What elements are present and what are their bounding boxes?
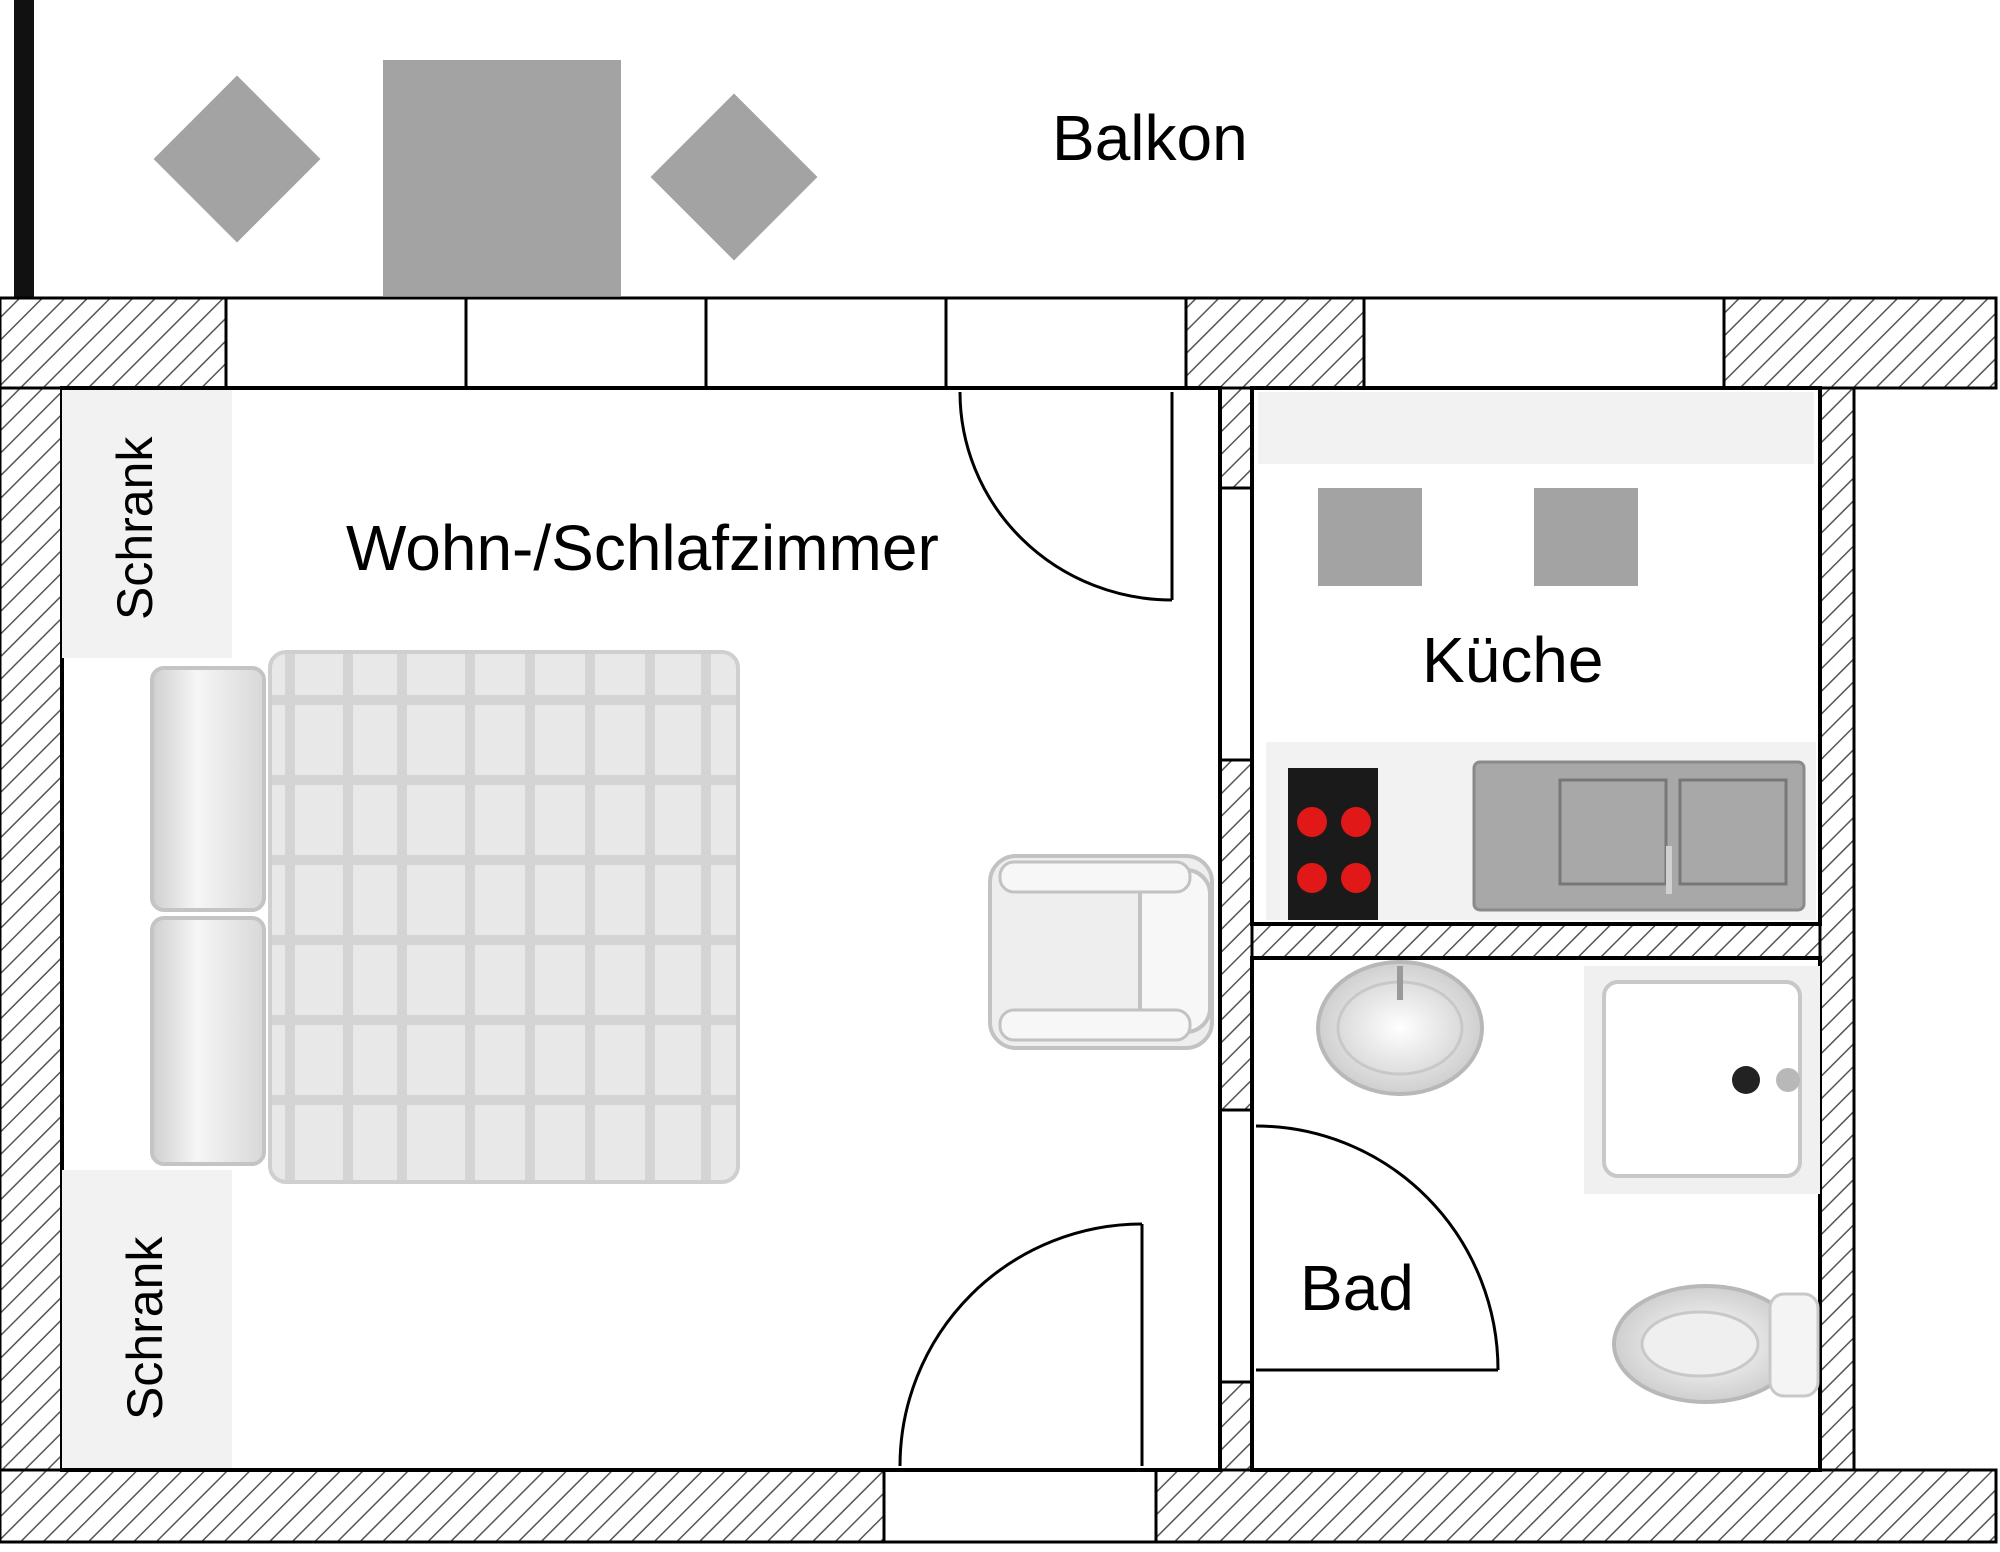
window: [224, 296, 468, 390]
kitchen-furniture: [1258, 392, 1816, 920]
room-living-bedroom: [60, 386, 1222, 1472]
armchair: [988, 854, 1214, 1050]
toilet-tank: [1768, 1292, 1820, 1398]
pillow: [150, 916, 266, 1166]
label-bathroom: Bad: [1300, 1252, 1414, 1324]
burner: [1341, 807, 1371, 837]
double-bed: [150, 650, 740, 1184]
room-kitchen: [1250, 386, 1822, 926]
balcony-table: [383, 60, 621, 296]
door-bathroom: [1255, 1124, 1500, 1372]
entrance-threshold: [882, 1468, 1158, 1544]
balcony-railing: [14, 0, 34, 300]
wardrobes: [62, 390, 232, 1468]
label-wardrobe-top: Schrank: [107, 436, 163, 620]
sink-basin: [1678, 778, 1788, 886]
wardrobe-top: [62, 390, 232, 658]
room-bathroom: [1250, 956, 1822, 1472]
window: [1362, 296, 1726, 390]
wardrobe-bottom: [62, 1170, 232, 1468]
door-living-to-balcony: [958, 391, 1174, 602]
duvet-pattern: [270, 652, 738, 1182]
faucet: [1666, 846, 1672, 894]
label-wardrobe-bottom: Schrank: [117, 1236, 173, 1420]
pillow: [150, 666, 266, 912]
label-kitchen: Küche: [1422, 624, 1603, 696]
kitchen-stool: [1318, 488, 1422, 586]
cooktop: [1288, 768, 1378, 920]
walls: [0, 296, 1998, 1544]
balcony-chair-left: [153, 75, 321, 243]
burner: [1297, 807, 1327, 837]
bathroom-fixtures: [1316, 960, 1820, 1404]
window: [944, 296, 1188, 390]
window: [704, 296, 948, 390]
kitchen-stool: [1534, 488, 1638, 586]
balcony-chair-right: [650, 93, 818, 261]
label-living-bedroom: Wohn-/Schlafzimmer: [346, 512, 939, 584]
shower-drain: [1732, 1066, 1760, 1094]
burner: [1297, 863, 1327, 893]
balcony-furniture: [153, 60, 818, 296]
sink-basin: [1558, 778, 1668, 886]
kitchen-shelf: [1258, 392, 1814, 464]
label-balcony: Balkon: [1052, 102, 1248, 174]
door-entrance: [898, 1222, 1144, 1467]
window: [464, 296, 708, 390]
burner: [1341, 863, 1371, 893]
